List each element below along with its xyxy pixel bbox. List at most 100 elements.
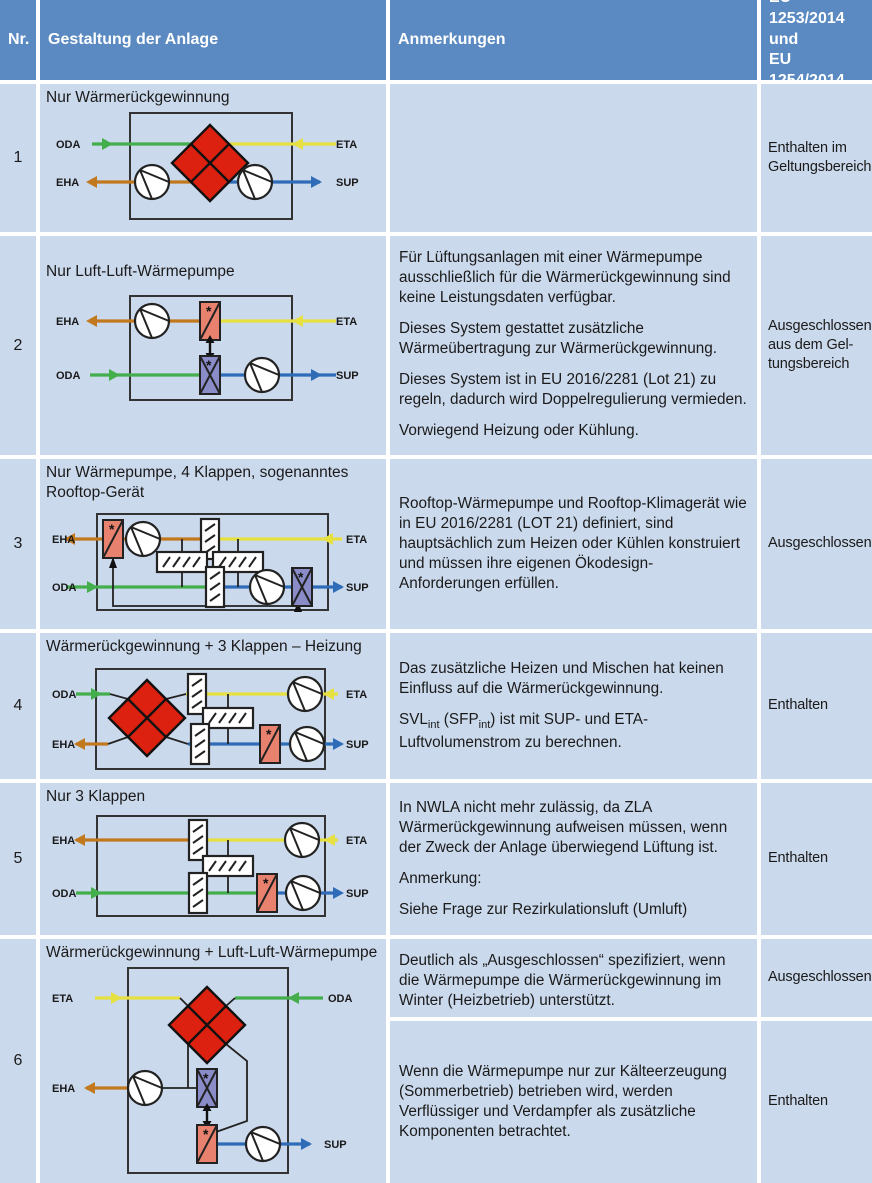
fan-icon [283, 821, 321, 858]
sup-arrow [301, 1137, 312, 1150]
row-2-number: 2 [0, 236, 36, 455]
fan-icon [133, 163, 171, 200]
row-6-eu-status-summer: Enthalten [761, 1021, 872, 1183]
sup-arrow [311, 175, 322, 188]
header-design-label: Gestaltung der Anlage [48, 30, 219, 48]
row-2-notes: Für Lüftungsanlagen mit einer Wärmepumpe… [390, 236, 757, 455]
row-3-design: Nur Wärmepumpe, 4 Klappen, sogenanntes R… [40, 459, 386, 629]
unit-casing [95, 667, 326, 770]
port-label-oda: ODA [56, 370, 81, 382]
row-number-label: 4 [13, 697, 23, 714]
heat-exchanger-icon [170, 123, 250, 203]
note-paragraph: Für Lüftungsanlagen mit einer Wärmepumpe… [399, 248, 731, 306]
header-eu: EU 1253/2014 und EU 1254/2014 [761, 0, 872, 80]
fan-icon [288, 725, 326, 762]
evaporator-icon [291, 566, 313, 607]
port-label-eta: ETA [346, 835, 367, 847]
port-label-eha: EHA [56, 316, 79, 328]
note-paragraph: Dieses System ist in EU 2016/2281 (Lot 2… [399, 370, 747, 408]
row-1-number: 1 [0, 84, 36, 232]
header-notes: Anmerkungen [390, 0, 757, 80]
fan-icon [126, 1069, 164, 1106]
row-1-eu-status: Enthalten im Geltungsbereich [761, 84, 872, 232]
unit-casing [129, 111, 293, 220]
eu-status-text: Ausgeschlossen aus dem Gel-tungsbereich [768, 317, 872, 373]
fan-icon [243, 356, 281, 393]
diagram-3-dampers-only: EHA ETA ODA SUP [52, 814, 369, 917]
row-6-notes-summer: Wenn die Wärmepumpe nur zur Kälteerzeugu… [390, 1021, 757, 1183]
eta-arrow [292, 314, 303, 327]
row-2-title: Nur Luft-Luft-Wärmepumpe [46, 263, 235, 280]
note-paragraph: Wenn die Wärmepumpe nur zur Kälteerzeugu… [399, 1062, 727, 1141]
port-label-eta: ETA [346, 689, 367, 701]
port-label-oda: ODA [52, 689, 77, 701]
eta-arrow [323, 687, 334, 700]
note-text: (SFP [439, 711, 479, 729]
note-paragraph: Siehe Frage zur Rezirkulationsluft (Umlu… [399, 901, 688, 919]
row-5-number: 5 [0, 783, 36, 935]
damper-icon [155, 550, 209, 573]
header-eu-line2: und [769, 30, 799, 48]
port-label-sup: SUP [346, 582, 369, 594]
diagram-air-air-heat-pump: EHA ETA ODA SUP [56, 294, 359, 401]
oda-arrow [288, 991, 299, 1004]
row-6-design: Wärmerückgewinnung + Luft-Luft-Wärmepump… [40, 939, 386, 1183]
diagram-hr-plus-heat-pump: ETA ODA EHA SUP [52, 966, 353, 1174]
row-3-eu-status: Ausgeschlossen [761, 459, 872, 629]
port-label-sup: SUP [324, 1139, 347, 1151]
eha-arrow [86, 175, 97, 188]
note-paragraph: Vorwiegend Heizung oder Kühlung. [399, 421, 639, 439]
sup-arrow [333, 737, 344, 750]
diagram-hr-3-dampers-heating: ODA ETA EHA SUP [52, 667, 369, 770]
port-label-eta: ETA [336, 139, 357, 151]
row-6-notes-winter: Deutlich als „Ausgeschlossen“ spezifizie… [390, 939, 757, 1017]
header-nr-label: Nr. [8, 30, 30, 48]
row-number-label: 1 [13, 149, 23, 166]
note-text: SVL [399, 711, 428, 729]
row-number-label: 3 [13, 535, 23, 552]
condenser-icon [102, 518, 124, 559]
note-paragraph: SVLint (SFPint) ist mit SUP- und ETA-Luf… [399, 710, 747, 752]
row-5-notes: In NWLA nicht mehr zulässig, da ZLA Wärm… [390, 783, 757, 935]
note-text: ) ist mit SUP- und ETA-Luftvolumenstrom … [399, 711, 649, 751]
header-eu-line3: EU 1254/2014 [769, 51, 845, 80]
row-4-design: Wärmerückgewinnung + 3 Klappen – Heizung… [40, 633, 386, 779]
port-label-sup: SUP [336, 370, 359, 382]
row-1-notes [390, 84, 757, 232]
row-4-title: Wärmerückgewinnung + 3 Klappen – Heizung [46, 638, 362, 655]
eu-status-text: Ausgeschlossen [768, 535, 872, 552]
port-label-eta: ETA [346, 534, 367, 546]
diagram-rooftop-heat-pump: EHA ETA ODA SUP [52, 512, 369, 612]
port-label-eha: EHA [56, 177, 79, 189]
damper-icon [201, 706, 255, 729]
heater-icon [256, 872, 278, 913]
header-eu-line1: EU 1253/2014 [769, 0, 845, 27]
damper-icon [187, 871, 209, 914]
damper-icon [201, 854, 255, 877]
oda-arrow [91, 687, 102, 700]
eu-status-text: Enthalten [768, 850, 828, 867]
row-1-title: Nur Wärmerückgewinnung [46, 89, 230, 106]
oda-arrow [87, 580, 98, 593]
note-paragraph: In NWLA nicht mehr zulässig, da ZLA Wärm… [399, 798, 728, 856]
eta-arrow [111, 991, 122, 1004]
port-label-eha: EHA [52, 534, 75, 546]
row-5-title: Nur 3 Klappen [46, 788, 146, 805]
port-label-sup: SUP [346, 888, 369, 900]
row-3-number: 3 [0, 459, 36, 629]
eha-arrow [64, 532, 75, 545]
note-paragraph: Deutlich als „Ausgeschlossen“ spezifizie… [399, 951, 726, 1009]
row-2-design: Nur Luft-Luft-Wärmepumpe EHA ETA ODA SUP [40, 236, 386, 455]
unit-casing [96, 512, 329, 611]
port-label-eha: EHA [52, 739, 75, 751]
fan-icon [236, 163, 274, 200]
row-6-number: 6 [0, 939, 36, 1183]
port-label-oda: ODA [52, 888, 77, 900]
unit-casing [127, 966, 289, 1174]
refrigerant-arrow [109, 556, 117, 568]
oda-arrow [109, 368, 120, 381]
fan-icon [244, 1125, 282, 1162]
fan-icon [286, 675, 324, 712]
row-3-notes: Rooftop-Wärmepumpe und Rooftop-Klimagerä… [390, 459, 757, 629]
